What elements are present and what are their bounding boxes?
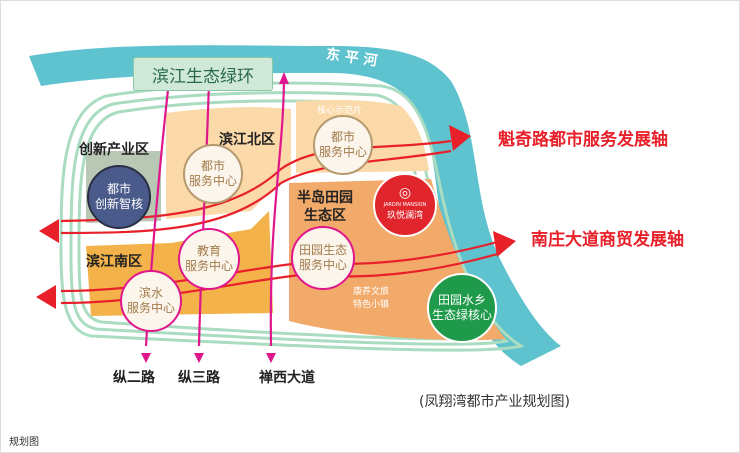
- zone-label-wellness: 康养文旅特色小镇: [353, 286, 389, 312]
- center-urban-service-2: 都市服务中心: [313, 115, 373, 175]
- arrow-right-kuiqi: [449, 125, 471, 151]
- zone-label-peninsula: 半岛田园生态区: [297, 189, 353, 225]
- zone-label-binjiang-south: 滨江南区: [86, 254, 142, 270]
- center-education: 教育服务中心: [178, 228, 240, 290]
- title-box: 滨江生态绿环: [133, 57, 273, 91]
- zone-label-binjiang-north: 滨江北区: [219, 132, 275, 148]
- zone-label-peninsula-2: 生态区: [304, 208, 346, 224]
- river: [29, 45, 561, 366]
- logo-ring-icon: ◎: [398, 185, 412, 201]
- arrow-right-nanzhuang: [493, 231, 516, 257]
- footer-label: 规划图: [9, 437, 39, 448]
- road-label-zong3: 纵三路: [178, 370, 220, 386]
- axis-label-kuiqi: 魁奇路都市服务发展轴: [498, 130, 668, 150]
- road-label-chanxi: 禅西大道: [259, 370, 315, 386]
- center-waterfront: 滨水服务中心: [120, 270, 182, 332]
- center-urban-service-1: 都市服务中心: [183, 144, 243, 204]
- axis-label-nanzhuang: 南庄大道商贸发展轴: [531, 230, 684, 250]
- wellness-2: 特色小镇: [353, 300, 390, 310]
- caption: (凤翔湾都市产业规划图): [419, 394, 570, 410]
- center-innovation-core: 都市创新智核: [87, 165, 151, 229]
- wellness-1: 康养文旅: [353, 287, 390, 297]
- road-label-zong2: 纵二路: [113, 370, 155, 386]
- zone-label-peninsula-1: 半岛田园: [297, 190, 353, 206]
- center-pastoral: 田园生态服务中心: [291, 226, 355, 290]
- zone-label-innovation: 创新产业区: [79, 142, 149, 158]
- zone-label-core: 核心示范片: [317, 106, 363, 116]
- center-green-core: 田园水乡生态绿核心: [427, 273, 497, 343]
- arrow-left-lower: [36, 285, 56, 309]
- arrow-left-upper: [39, 219, 59, 243]
